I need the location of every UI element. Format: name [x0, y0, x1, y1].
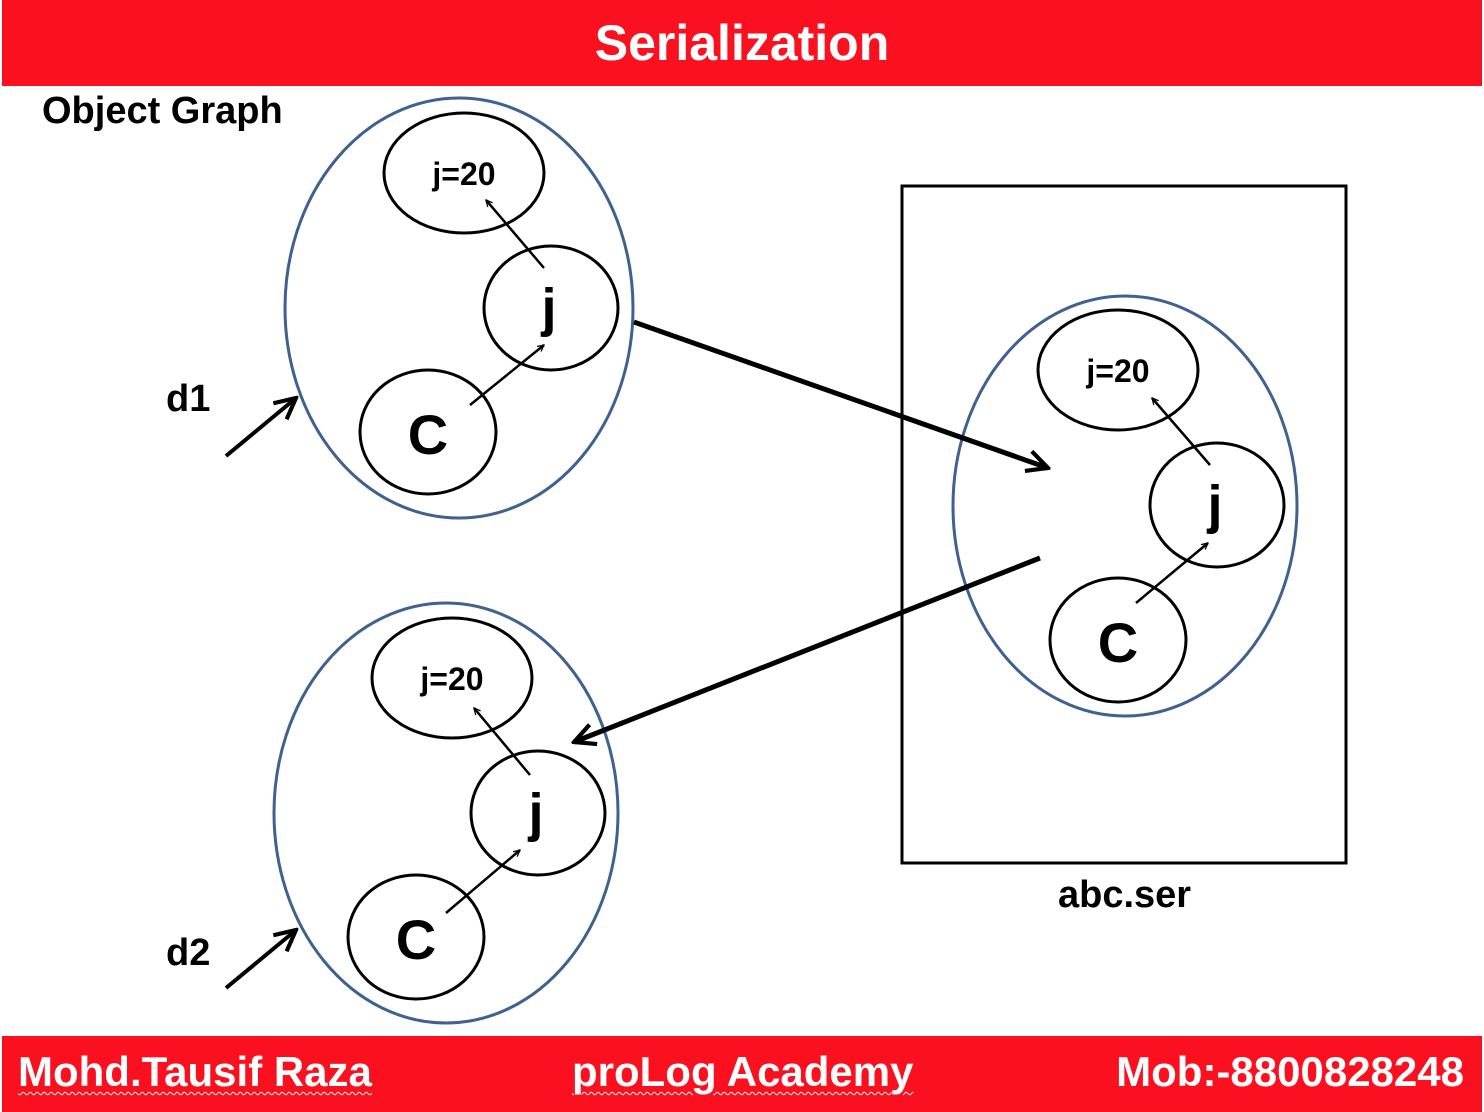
ref-to-value-arrow [485, 200, 545, 269]
file-label: abc.ser [1058, 874, 1192, 916]
class-node [358, 368, 498, 496]
class-to-ref-arrow [445, 849, 520, 914]
class-node [346, 873, 486, 1001]
value-node [370, 616, 534, 740]
value-node-label: j=20 [419, 661, 483, 697]
page-title: Serialization [594, 15, 890, 71]
value-node-label: j=20 [1085, 353, 1149, 389]
ref-node [482, 244, 620, 372]
class-to-ref-arrow [1135, 542, 1208, 604]
class-node-label: C [408, 403, 448, 466]
d2-label: d2 [166, 932, 211, 974]
d1-label: d1 [166, 378, 211, 420]
title-banner: Serialization [2, 0, 1482, 86]
footer-banner: Mohd.Tausif Raza proLog Academy Mob:-880… [2, 1036, 1482, 1112]
deserialize-arrow [574, 555, 1041, 742]
ref-node [1148, 441, 1286, 569]
class-node-label: C [1098, 611, 1138, 674]
graph-outline [283, 96, 635, 520]
ref-node-label: j [527, 783, 543, 843]
file-box [900, 184, 1348, 865]
d2-reference-arrow [224, 930, 296, 990]
value-node [382, 111, 546, 235]
ref-node-label: j [540, 278, 556, 338]
object-graph-d1: j=20 j C [283, 96, 635, 520]
academy-name: proLog Academy [572, 1048, 914, 1095]
graph-outline [951, 294, 1299, 718]
class-to-ref-arrow [469, 344, 544, 406]
author-name: Mohd.Tausif Raza [18, 1048, 372, 1095]
ref-node-label: j [1206, 475, 1222, 535]
object-graph-serialized: j=20 j C [951, 294, 1299, 718]
value-node-label: j=20 [431, 156, 495, 192]
ref-to-value-arrow [473, 708, 531, 776]
ref-to-value-arrow [1151, 398, 1211, 466]
ref-node [469, 749, 607, 877]
class-node [1048, 576, 1188, 704]
object-graph-d2: j=20 j C [272, 601, 620, 1025]
graph-outline [272, 601, 620, 1025]
mobile-number: Mob:-8800828248 [1116, 1048, 1464, 1095]
d1-reference-arrow [224, 398, 296, 458]
class-node-label: C [396, 908, 436, 971]
object-graph-label: Object Graph [42, 90, 283, 132]
serialize-arrow [633, 319, 1048, 468]
